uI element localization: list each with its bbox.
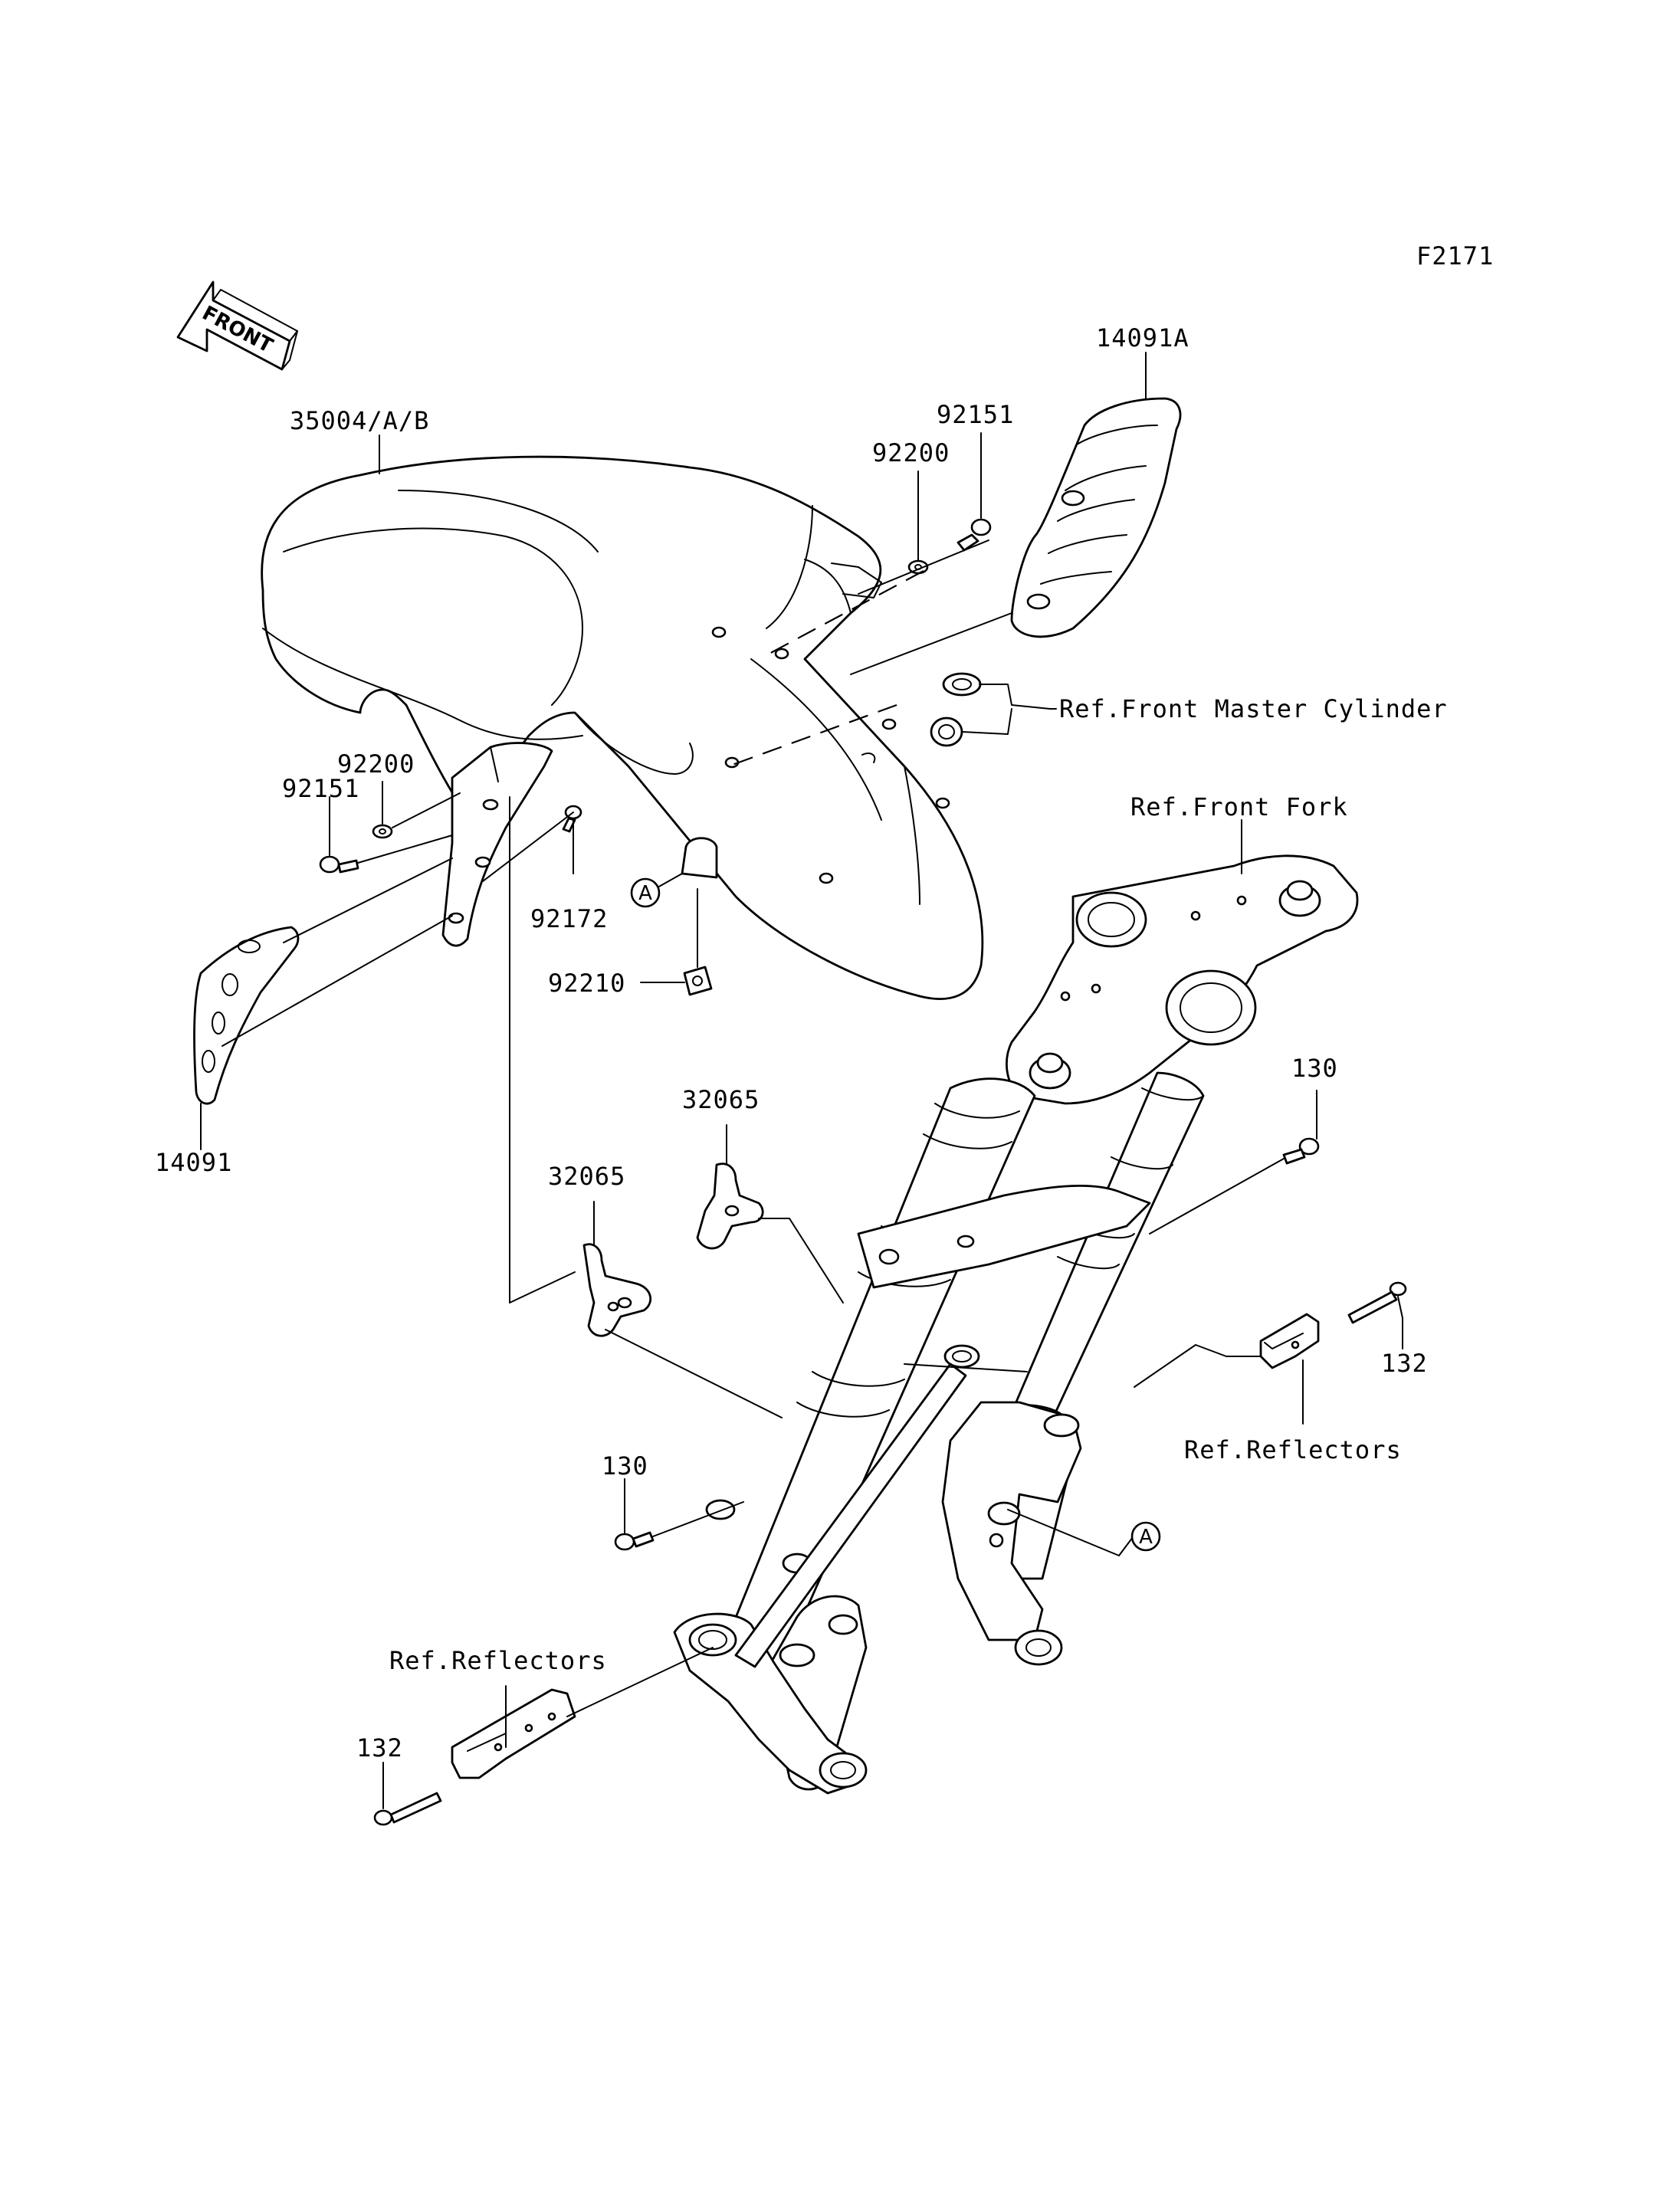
label-132-left: 132 (356, 1733, 403, 1763)
label-14091: 14091 (155, 1148, 232, 1177)
front-arrow-icon: FRONT (176, 280, 298, 371)
bolt-130-right (1282, 1137, 1320, 1165)
hose-clamp-lower (930, 716, 963, 747)
reflector-bracket-right (1259, 1313, 1320, 1369)
label-92200-left: 92200 (337, 749, 415, 779)
bolt-132-right (1347, 1281, 1407, 1324)
reflector-bracket-left (451, 1688, 576, 1779)
front-fork-assembly (673, 854, 1359, 1795)
label-92151-left: 92151 (282, 774, 359, 803)
hose-clamp-upper (942, 672, 982, 697)
marker-a-upper: A (630, 877, 661, 908)
label-32065-lower: 32065 (548, 1162, 625, 1191)
front-fender (261, 455, 984, 1000)
bracket-32065-lower (582, 1243, 652, 1337)
label-130-left: 130 (602, 1451, 648, 1481)
nut-92210 (683, 966, 713, 996)
label-ref-reflectors-left: Ref.Reflectors (389, 1646, 607, 1675)
bolt-130-left (614, 1531, 655, 1551)
label-92172: 92172 (530, 904, 608, 933)
svg-text:A: A (1139, 1526, 1153, 1549)
label-ref-reflectors-right: Ref.Reflectors (1184, 1435, 1402, 1464)
part-labels: 35004/A/B 14091A 92151 92200 Ref.Front M… (155, 323, 1448, 1763)
label-130-right: 130 (1291, 1054, 1338, 1083)
label-ref-front-fork: Ref.Front Fork (1130, 792, 1348, 821)
svg-text:A: A (638, 882, 652, 905)
label-132-right: 132 (1381, 1349, 1428, 1378)
marker-a-lower: A (1130, 1521, 1161, 1552)
washer-92200-left (372, 824, 393, 839)
bolt-132-left (373, 1792, 442, 1826)
bracket-32065-upper (696, 1162, 764, 1250)
label-ref-master-cylinder: Ref.Front Master Cylinder (1059, 694, 1448, 723)
figure-id: F2171 (1416, 241, 1494, 271)
side-cover-left-panel (193, 926, 300, 1105)
label-92200-right: 92200 (872, 438, 950, 467)
label-32065-upper: 32065 (682, 1085, 760, 1114)
side-cover-left (441, 742, 553, 947)
label-14091a: 14091A (1096, 323, 1189, 353)
label-92151-right: 92151 (937, 400, 1014, 429)
bolt-92151-left (319, 855, 359, 874)
leader-lines (200, 352, 1403, 1809)
side-cover-right (1010, 397, 1182, 638)
label-92210: 92210 (548, 969, 625, 998)
label-35004: 35004/A/B (290, 406, 429, 435)
